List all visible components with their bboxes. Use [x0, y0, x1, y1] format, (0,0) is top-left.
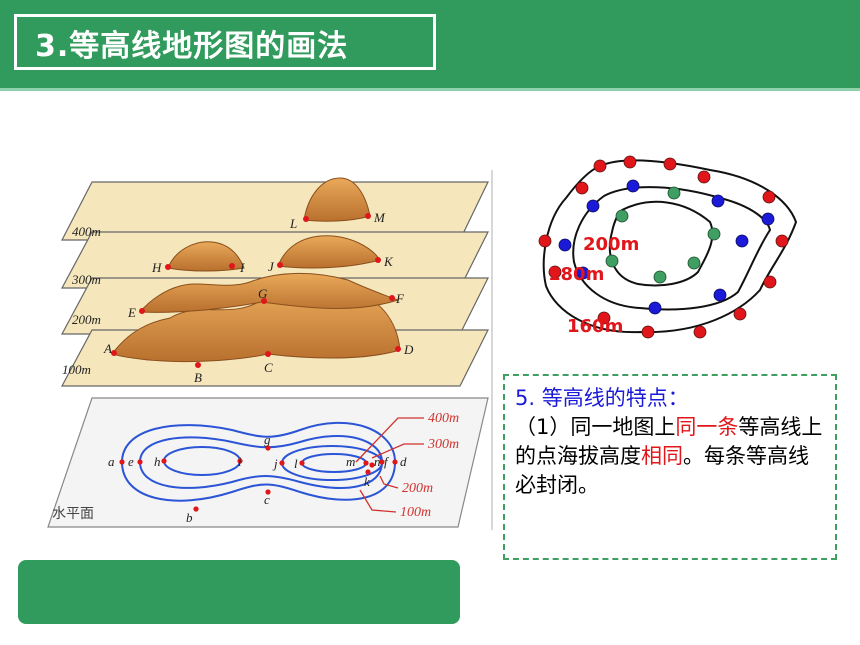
hill-right-300	[277, 235, 381, 269]
outer-ring-dots	[538, 155, 789, 339]
point-G: G	[258, 286, 268, 301]
point-A: A	[103, 341, 112, 356]
page-title: 3.等高线地形图的画法	[35, 29, 349, 64]
contour-ring-middle	[572, 186, 772, 311]
point-H: H	[151, 260, 162, 275]
inner-ring-dots	[605, 186, 721, 284]
map-point-j: j	[272, 456, 278, 471]
map-point-g: g	[264, 432, 271, 447]
contour-legend	[355, 417, 424, 513]
features-p1-b: 同一条	[675, 415, 739, 439]
map-point-d: d	[400, 454, 407, 469]
map-point-f: f	[384, 454, 390, 469]
title-divider	[0, 88, 860, 91]
map-point-b: b	[186, 510, 193, 525]
map-point-e: e	[128, 454, 134, 469]
title-bar: 3.等高线地形图的画法	[0, 0, 860, 88]
ring-label-180m: 180m	[548, 264, 604, 285]
point-K: K	[383, 254, 394, 269]
features-text: 5. 等高线的特点： （1）同一地图上同一条等高线上的点海拔高度相同。每条等高线…	[515, 384, 827, 500]
map-point-k: k	[364, 474, 370, 489]
legend-100m: 100m	[400, 505, 431, 520]
point-L: L	[289, 216, 297, 231]
ring-label-200m: 200m	[583, 234, 639, 255]
features-heading: 5. 等高线的特点：	[515, 386, 689, 410]
ring-label-160m: 160m	[567, 316, 623, 337]
legend-200m: 200m	[402, 481, 433, 496]
point-C: C	[264, 360, 273, 375]
hill-summit	[303, 177, 371, 222]
map-point-a: a	[108, 454, 115, 469]
features-box: 5. 等高线的特点： （1）同一地图上同一条等高线上的点海拔高度相同。每条等高线…	[503, 374, 837, 560]
contour-ring-inner	[608, 200, 714, 287]
contour-dots-diagram: 200m 180m 160m	[538, 155, 798, 339]
legend-300m: 300m	[427, 437, 459, 452]
map-point-m: m	[346, 454, 355, 469]
terrain-diagram: 400m 300m 200m 100m L M H I J K E G F A …	[47, 170, 493, 530]
hill-mid	[138, 272, 400, 313]
point-M: M	[373, 210, 386, 225]
map-point-i: i	[238, 454, 242, 469]
map-point-c: c	[264, 492, 270, 507]
horizontal-plane	[47, 397, 489, 528]
point-F: F	[395, 291, 405, 306]
contour-ring-outer	[542, 159, 798, 334]
map-point-n: n	[374, 454, 381, 469]
layer-label-400m: 400m	[72, 224, 101, 239]
middle-ring-dots	[558, 179, 775, 315]
legend-400m: 400m	[428, 411, 459, 426]
point-B: B	[194, 370, 202, 385]
point-D: D	[403, 342, 414, 357]
terrain-points: L M H I J K E G F A B C D	[103, 210, 414, 385]
layer-label-100m: 100m	[62, 362, 91, 377]
features-p1-d: 相同	[641, 444, 683, 468]
features-p1-a: （1）同一地图上	[515, 415, 676, 439]
hill-left-peak	[167, 241, 245, 272]
horizontal-plane-label: 水平面	[52, 506, 94, 522]
point-E: E	[127, 305, 136, 320]
bottom-answer-box	[18, 560, 460, 624]
point-I: I	[239, 260, 245, 275]
layer-label-300m: 300m	[71, 272, 101, 287]
map-point-h: h	[154, 454, 161, 469]
features-p1-e: 。每条等高线必封闭。	[515, 444, 809, 497]
point-J: J	[268, 259, 275, 274]
layer-label-200m: 200m	[72, 312, 101, 327]
map-point-l: l	[294, 456, 298, 471]
map-points: a e h i g j l m n f d k c b	[108, 432, 407, 525]
features-p1-c: 等高线上的点海拔高度	[515, 415, 823, 468]
title-box: 3.等高线地形图的画法	[14, 14, 436, 70]
